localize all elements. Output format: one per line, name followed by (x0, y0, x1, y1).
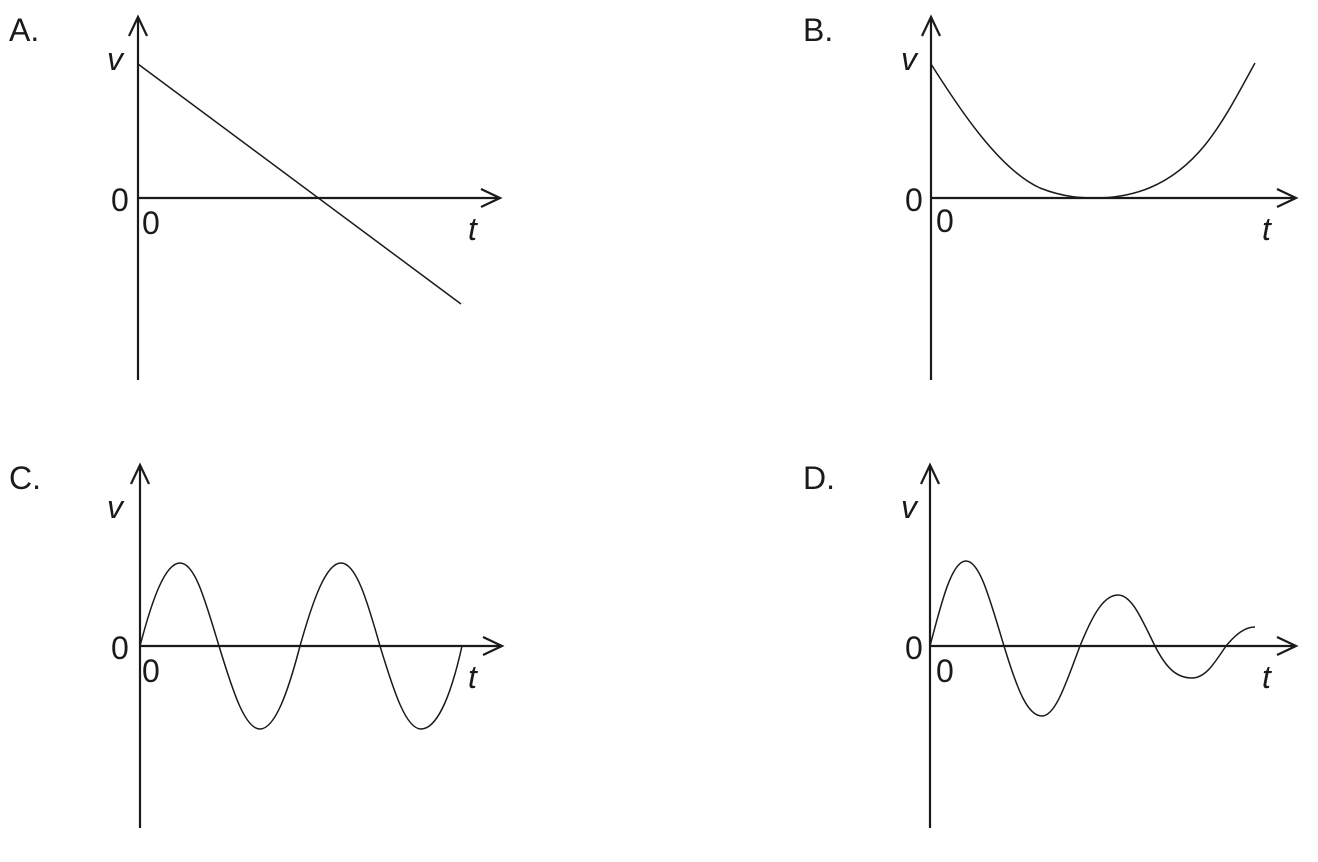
panel-label-c: C. (9, 460, 41, 496)
y-axis-arrow-icon (130, 462, 150, 485)
y-axis-label: v (107, 41, 125, 77)
velocity-curve-sine (139, 562, 463, 730)
panel-label-d: D. (803, 460, 835, 496)
panel-label-b: B. (803, 12, 834, 48)
x-axis-arrow-icon (1276, 188, 1299, 208)
x-origin-label: 0 (936, 653, 954, 689)
graph-c: v 0 0 t (107, 462, 505, 828)
x-axis-label: t (1262, 659, 1272, 695)
y-origin-label: 0 (905, 630, 923, 666)
y-axis-arrow-icon (921, 14, 941, 37)
x-origin-label: 0 (936, 203, 954, 239)
y-origin-label: 0 (905, 182, 923, 218)
graph-b: v 0 0 t (901, 14, 1299, 380)
x-axis-arrow-icon (1276, 636, 1299, 656)
y-axis-label: v (107, 489, 125, 525)
y-axis-arrow-icon (920, 462, 940, 485)
y-origin-label: 0 (111, 182, 129, 218)
velocity-curve-damped (929, 560, 1256, 717)
y-axis-arrow-icon (128, 14, 148, 37)
graph-a: v 0 0 t (107, 14, 503, 380)
velocity-curve-linear (137, 63, 462, 305)
x-axis-label: t (468, 211, 478, 247)
x-origin-label: 0 (142, 653, 160, 689)
graph-d: v 0 0 t (901, 462, 1299, 828)
x-axis-arrow-icon (480, 188, 503, 208)
panel-label-a: A. (9, 12, 40, 48)
y-axis-label: v (901, 489, 919, 525)
x-origin-label: 0 (142, 205, 160, 241)
x-axis-label: t (468, 659, 478, 695)
y-origin-label: 0 (111, 630, 129, 666)
x-axis-arrow-icon (482, 636, 505, 656)
x-axis-label: t (1262, 211, 1272, 247)
velocity-curve-parabola (930, 62, 1256, 199)
y-axis-label: v (901, 41, 919, 77)
